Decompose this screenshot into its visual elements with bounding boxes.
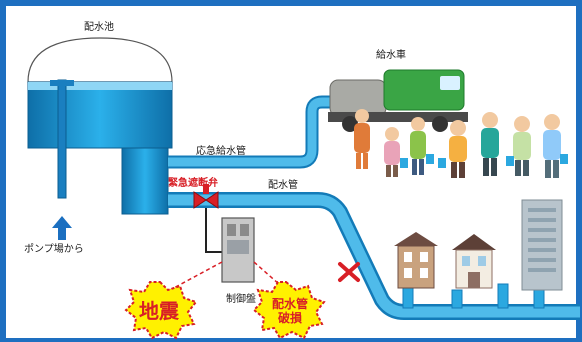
pipe-damage-badge-line1: 配水管 xyxy=(272,297,309,311)
earthquake-burst xyxy=(124,281,198,340)
person xyxy=(438,120,467,178)
office-building xyxy=(521,199,563,291)
reservoir-label: 配水池 xyxy=(84,22,114,33)
pipe-damage-burst xyxy=(252,281,326,340)
person xyxy=(384,127,408,177)
earthquake-badge-text: 地震 xyxy=(139,299,179,323)
reservoir xyxy=(27,37,173,215)
emergency-pipe-label: 応急給水管 xyxy=(196,146,246,157)
emergency-pipe-outline xyxy=(168,95,345,169)
person xyxy=(410,117,434,175)
emergency-valve-label: 緊急遮断弁 xyxy=(168,178,218,189)
control-wire xyxy=(205,208,222,253)
people-queue xyxy=(354,109,568,178)
distribution-pipe xyxy=(168,194,580,318)
inlet-pipe-cap xyxy=(50,80,74,86)
emergency-pipe xyxy=(168,97,345,167)
house-white xyxy=(452,234,496,289)
inlet-pipe xyxy=(57,79,67,199)
pump-arrow-icon xyxy=(52,216,72,240)
water-truck-label: 給水車 xyxy=(376,50,406,61)
water-truck xyxy=(328,69,468,132)
distribution-pipe-label: 配水管 xyxy=(268,180,298,191)
reservoir-dome xyxy=(27,37,173,83)
control-panel-label: 制御盤 xyxy=(226,294,256,305)
reservoir-outlet-chamber xyxy=(121,147,169,215)
pipe-break-mark-icon xyxy=(338,262,360,282)
person xyxy=(354,109,370,169)
house-brown xyxy=(394,232,438,289)
from-pump-label: ポンプ場から xyxy=(24,244,84,255)
person xyxy=(481,112,499,176)
person xyxy=(543,114,568,178)
control-panel xyxy=(221,217,255,283)
pipe-damage-badge-line2: 破損 xyxy=(278,311,303,325)
reservoir-water-surface xyxy=(28,82,172,90)
emergency-shutoff-valve xyxy=(193,184,219,209)
earthquake-link xyxy=(169,261,223,291)
reservoir-body xyxy=(27,81,173,149)
person xyxy=(506,116,531,176)
